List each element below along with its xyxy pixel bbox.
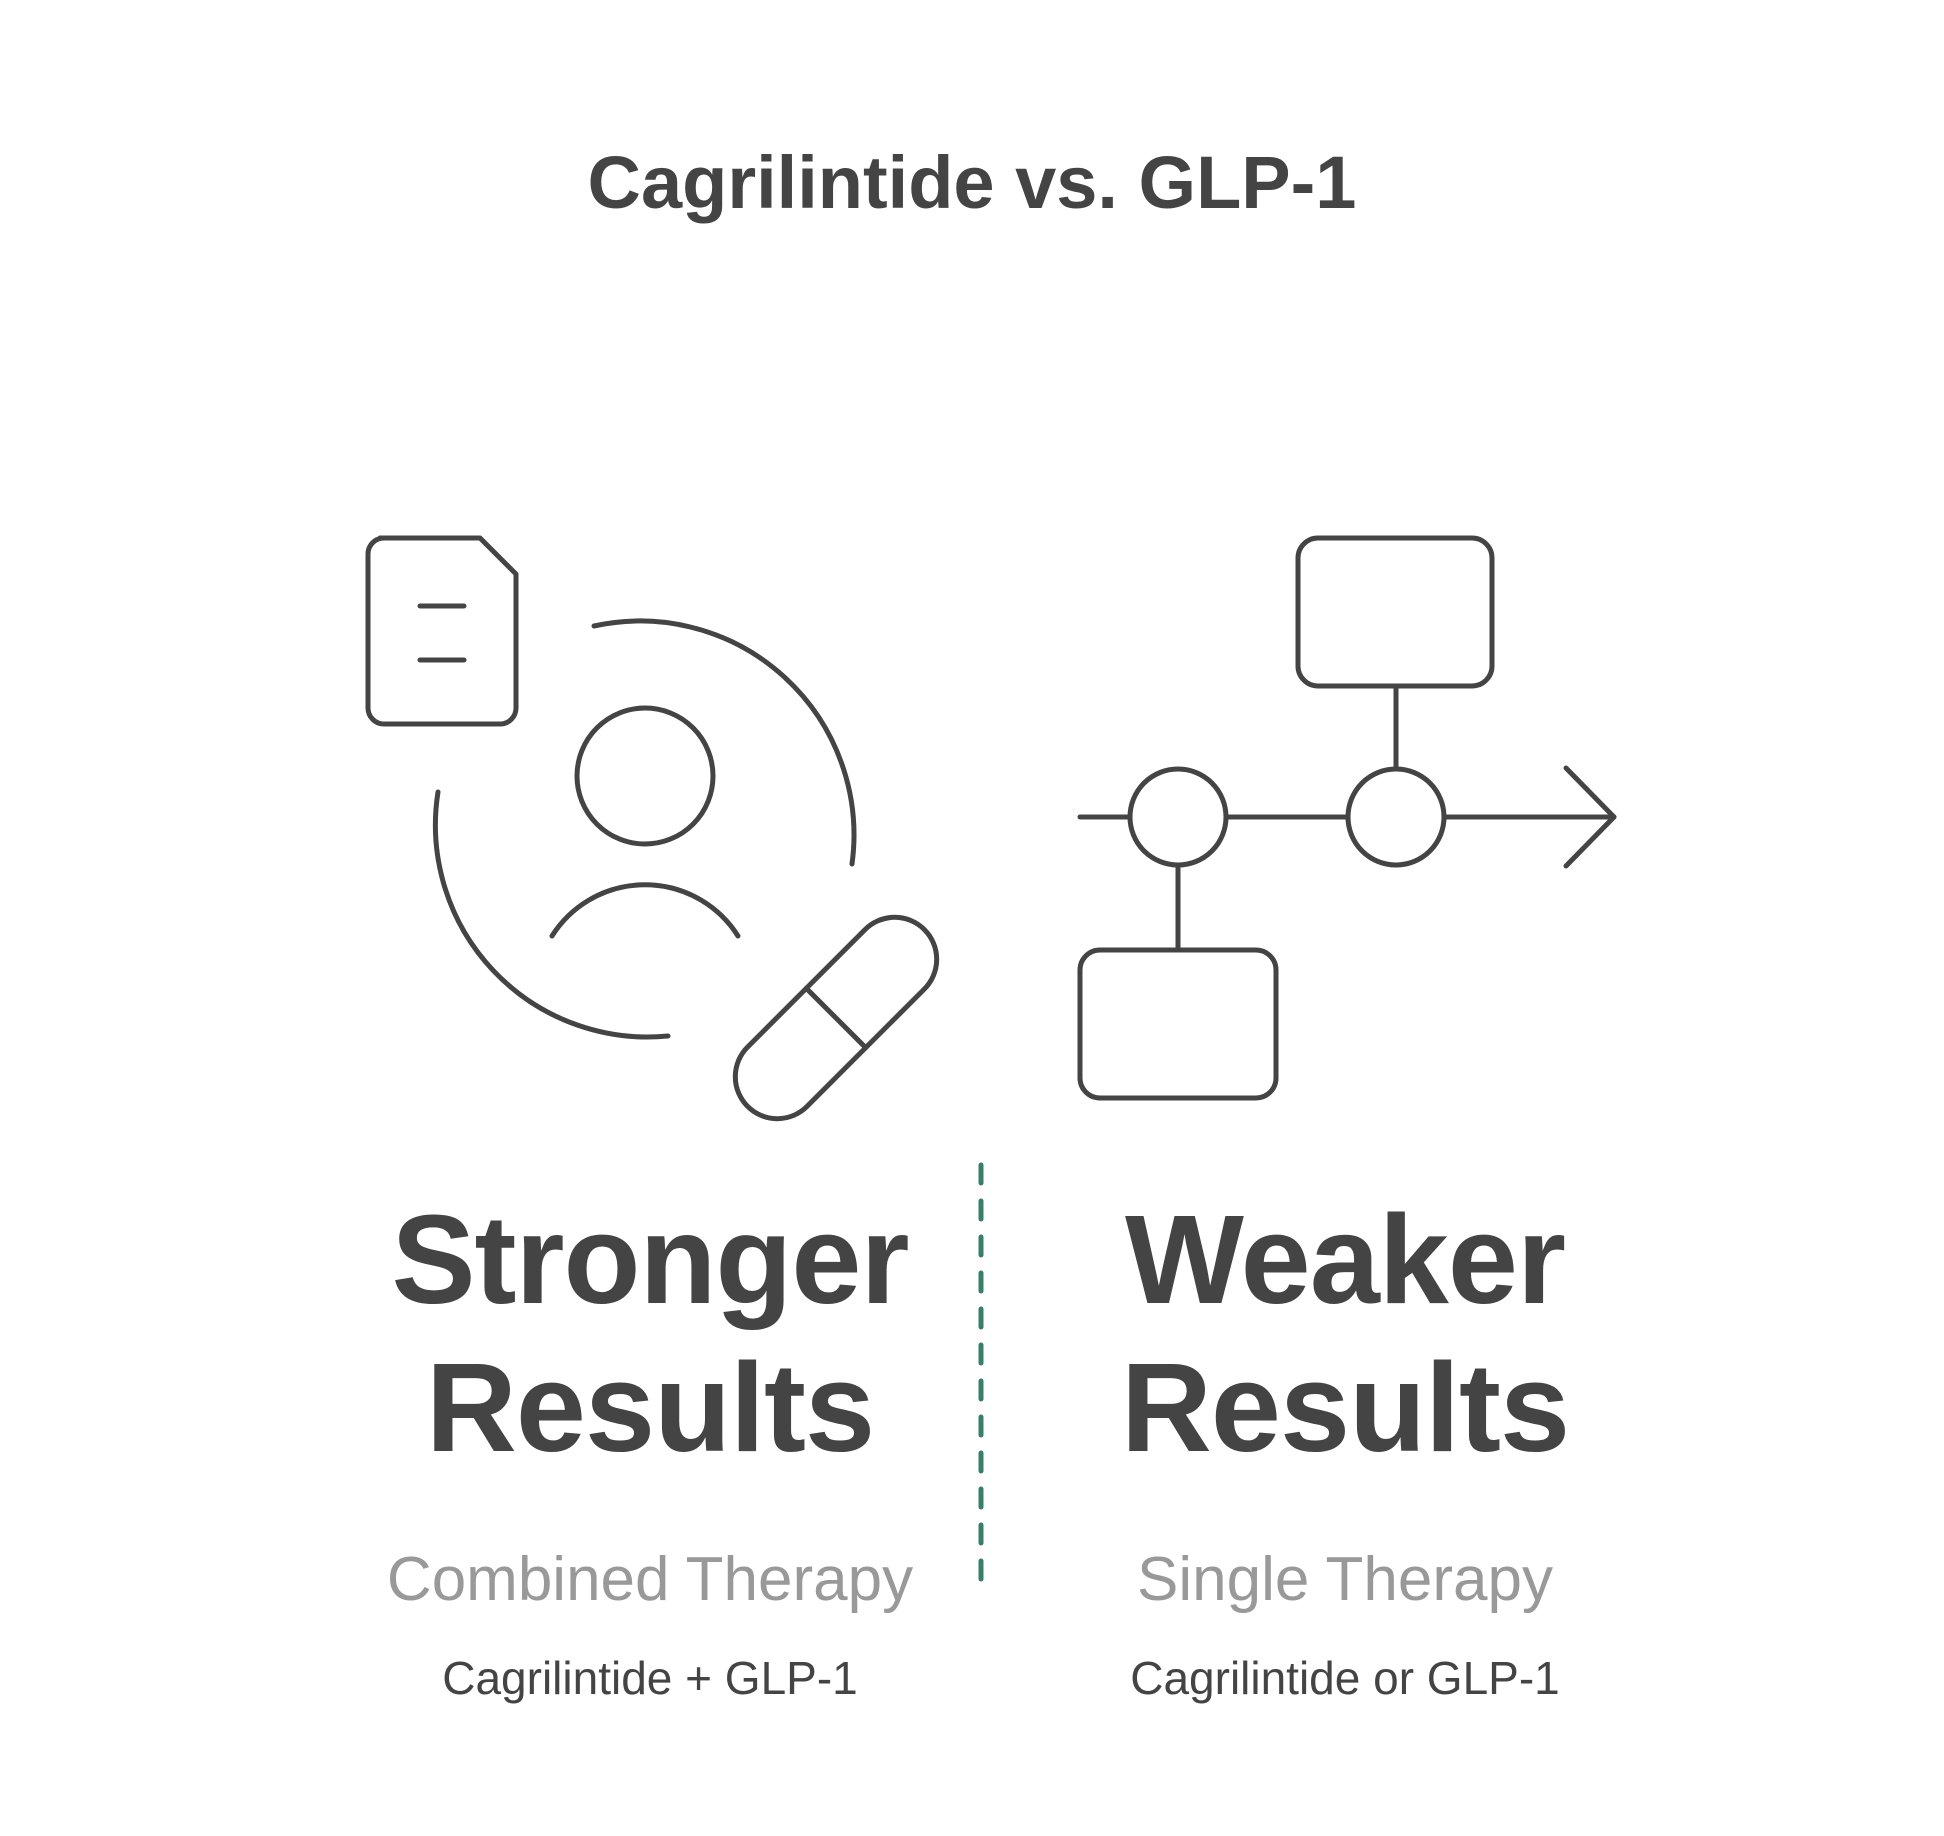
flow-box-top	[1295, 535, 1495, 689]
person-body-icon	[549, 882, 741, 939]
right-subtitle: Single Therapy	[1137, 1545, 1553, 1614]
right-detail: Cagrilintide or GLP-1	[1130, 1652, 1560, 1704]
left-heading-line-2: Results	[425, 1337, 875, 1478]
orbit-arc-upper	[591, 618, 857, 867]
document-icon	[365, 535, 519, 727]
arrow-right-icon	[1563, 765, 1617, 869]
right-heading-line-2: Results	[1120, 1337, 1570, 1478]
pill-icon	[732, 914, 940, 1122]
flow-box-bottom	[1077, 947, 1279, 1101]
left-heading-line-1: Stronger	[391, 1189, 909, 1330]
right-heading: Weaker Results	[1030, 1186, 1660, 1482]
left-panel: Stronger Results Combined Therapy Cagril…	[340, 0, 960, 1836]
page-title: Cagrilintide vs. GLP-1	[587, 141, 1357, 224]
left-heading: Stronger Results	[340, 1186, 960, 1482]
left-detail: Cagrilintide + GLP-1	[442, 1652, 858, 1704]
orbit-arc-lower	[432, 789, 671, 1040]
left-subtitle: Combined Therapy	[386, 1545, 914, 1614]
person-head-icon	[574, 705, 716, 847]
right-panel: Weaker Results Single Therapy Cagrilinti…	[1030, 0, 1660, 1836]
right-heading-line-1: Weaker	[1125, 1189, 1566, 1330]
